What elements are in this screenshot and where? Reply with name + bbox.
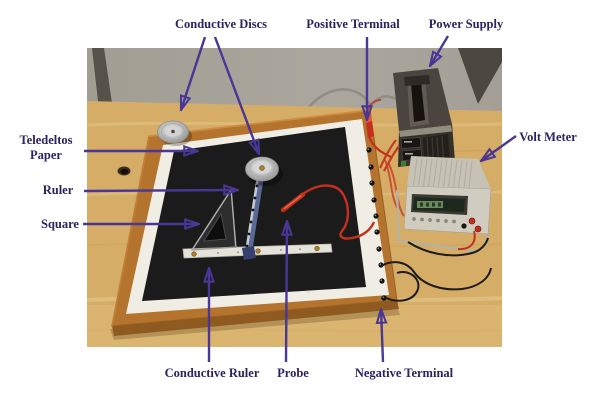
probe-lead-wire — [302, 184, 376, 240]
label-teledeltos-line1: Teledeltos — [19, 133, 73, 147]
meter-black-terminal — [461, 223, 467, 229]
black-lead-wires — [380, 237, 492, 302]
label-positive-terminal: Positive Terminal — [306, 17, 400, 31]
conductive-disc-center — [245, 156, 283, 186]
grey-partition — [458, 48, 502, 104]
table-grommet-hole — [117, 166, 131, 176]
label-probe: Probe — [277, 366, 309, 380]
label-ruler: Ruler — [42, 183, 74, 197]
binding-posts — [366, 147, 387, 301]
label-volt-meter: Volt Meter — [519, 130, 577, 144]
vertical-ruler — [242, 175, 264, 260]
power-led — [401, 161, 406, 166]
label-teledeltos-paper: Teledeltos Paper — [8, 133, 84, 163]
set-square — [190, 188, 237, 251]
meter-red-terminal — [468, 217, 476, 225]
label-teledeltos-line2: Paper — [30, 148, 62, 162]
label-power-supply: Power Supply — [428, 17, 504, 31]
wall-corner-edge — [92, 48, 113, 110]
label-conductive-discs: Conductive Discs — [174, 17, 268, 31]
red-probe — [276, 184, 376, 240]
conductive-disc-top-left — [157, 120, 192, 146]
volt-meter-unit — [395, 156, 492, 253]
label-conductive-ruler: Conductive Ruler — [164, 366, 260, 380]
label-square: Square — [41, 217, 79, 231]
conductive-ruler-bar — [182, 243, 333, 259]
label-negative-terminal: Negative Terminal — [354, 366, 454, 380]
